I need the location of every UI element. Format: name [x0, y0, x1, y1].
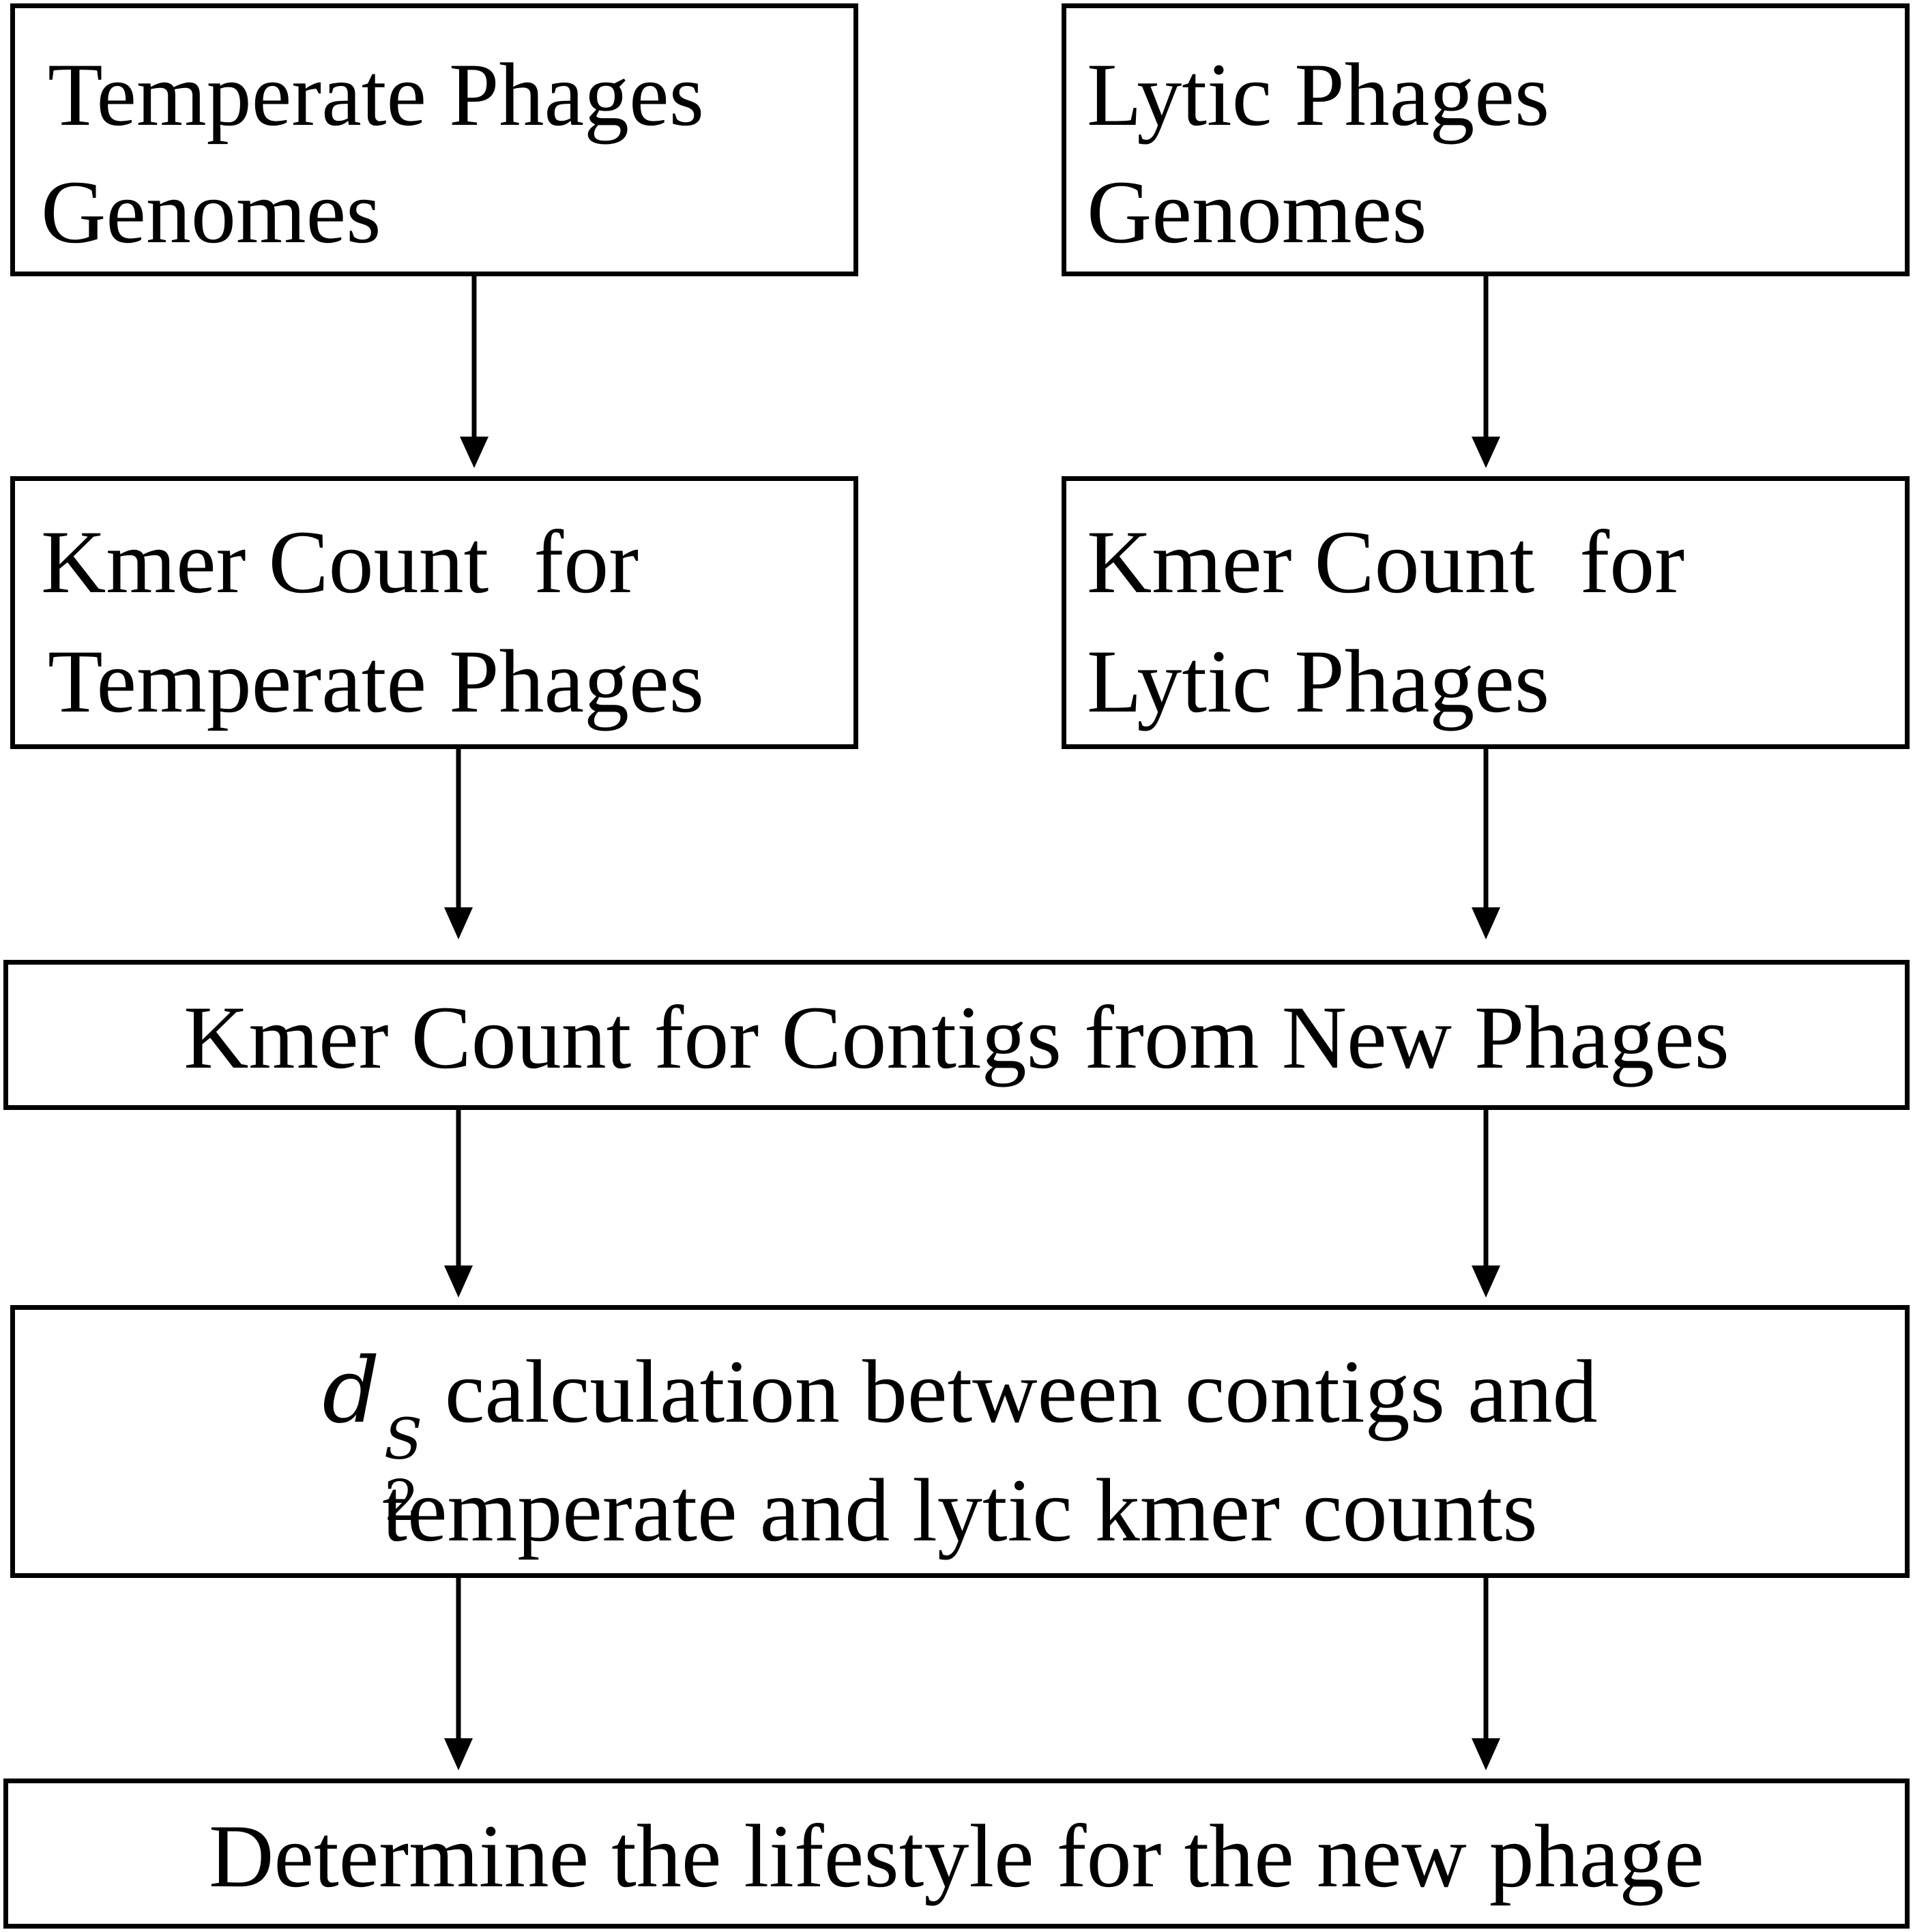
arrowhead: [1472, 1265, 1500, 1298]
contig-kmer-box: Kmer Count for Contigs from New Phages: [3, 960, 1910, 1110]
lytic-genomes-line2: Genomes: [1087, 162, 1427, 262]
arrowhead: [1472, 1738, 1500, 1770]
arrowhead: [1472, 907, 1500, 939]
contig-kmer-label: Kmer Count for Contigs from New Phages: [184, 987, 1729, 1087]
lytic-genomes-box: Lytic Phages Genomes: [1062, 3, 1910, 276]
lytic-genomes-line1: Lytic Phages: [1087, 44, 1550, 145]
temperate-kmer-line1: Kmer Count for: [41, 512, 639, 612]
arrowhead: [1472, 437, 1500, 468]
arrowhead: [444, 1265, 473, 1298]
temperate-genomes-box: Temperate Phages Genomes: [10, 3, 858, 276]
d2s-calc-line1-text: calculation between contigs and: [422, 1341, 1598, 1441]
temperate-genomes-line2: Genomes: [41, 162, 381, 262]
lytic-kmer-line2: Lytic Phages: [1087, 631, 1550, 731]
temperate-kmer-line2: Temperate Phages: [48, 631, 705, 731]
determine-label: Determine the lifestyle for the new phag…: [209, 1806, 1704, 1906]
lytic-kmer-line1: Kmer Count for: [1087, 512, 1685, 612]
temperate-genomes-line1: Temperate Phages: [48, 44, 705, 145]
arrowhead: [444, 907, 473, 939]
arrowhead: [460, 437, 488, 468]
temperate-kmer-box: Kmer Count for Temperate Phages: [10, 476, 858, 749]
d2s-calc-line2: temperate and lytic kmer counts: [382, 1460, 1538, 1560]
lytic-kmer-box: Kmer Count for Lytic Phages: [1062, 476, 1910, 749]
arrowhead: [444, 1738, 473, 1770]
determine-box: Determine the lifestyle for the new phag…: [3, 1779, 1910, 1929]
